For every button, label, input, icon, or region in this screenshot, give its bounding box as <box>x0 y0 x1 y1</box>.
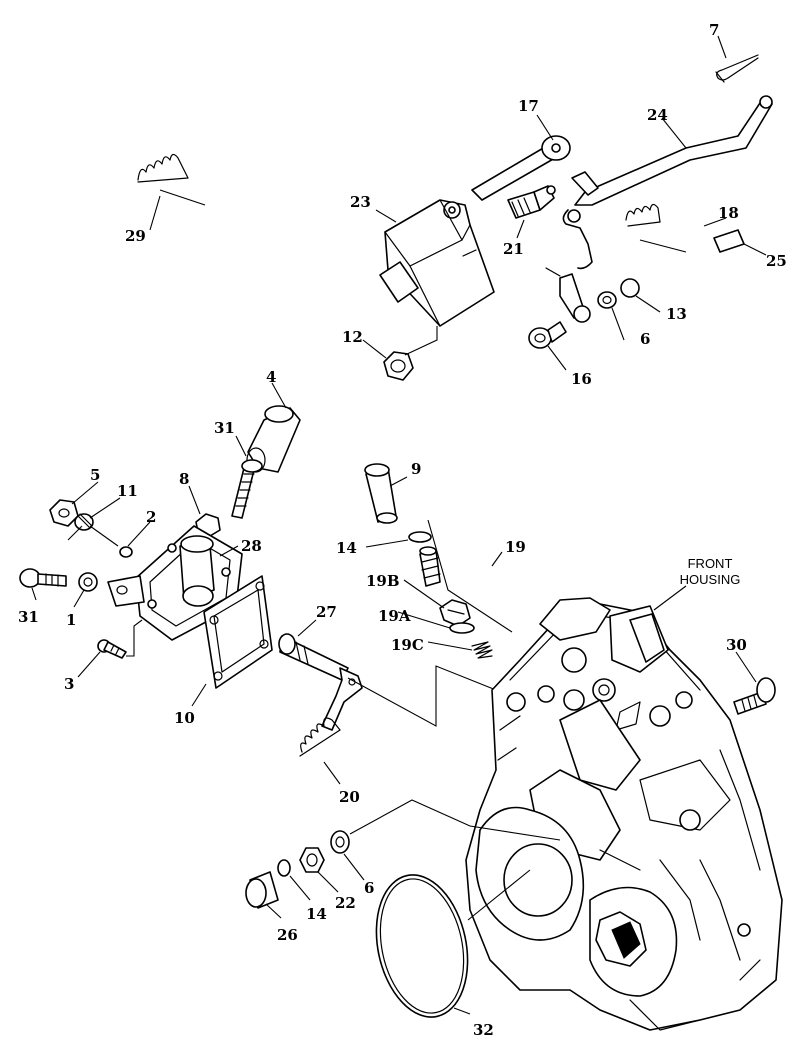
callout-4: 4 <box>266 368 276 386</box>
part-19c-spring <box>471 641 493 659</box>
callout-31-upper: 31 <box>214 419 235 437</box>
part-22-nut <box>299 847 325 873</box>
callout-14-lower: 14 <box>306 905 327 923</box>
callout-29: 29 <box>125 227 146 245</box>
part-19a-washer <box>449 622 475 634</box>
callout-5: 5 <box>90 466 100 484</box>
part-7-cotter-pin <box>715 54 759 83</box>
callout-31-lower: 31 <box>18 608 39 626</box>
callout-19: 19 <box>505 538 526 556</box>
part-12-nut <box>383 351 414 381</box>
callout-27: 27 <box>316 603 337 621</box>
part-21-fitting <box>507 185 556 219</box>
part-26-cap <box>245 871 279 909</box>
part-2-o-ring <box>119 546 133 558</box>
part-11-washer <box>67 513 94 541</box>
callout-3: 3 <box>64 675 74 693</box>
callout-11: 11 <box>117 482 138 500</box>
front-housing <box>465 597 783 1031</box>
part-14-o-ring-upper <box>408 531 432 543</box>
part-19-screw <box>419 546 441 587</box>
front-housing-label-line-2: HOUSING <box>680 572 741 587</box>
part-6-washer-lower <box>330 830 350 854</box>
callout-32: 32 <box>473 1021 494 1039</box>
callout-14-upper: 14 <box>336 539 357 557</box>
callout-28: 28 <box>241 537 262 555</box>
part-14-o-ring-lower <box>277 859 291 877</box>
part-31-screw-lower <box>19 568 67 588</box>
callout-30: 30 <box>726 636 747 654</box>
callout-24: 24 <box>647 106 668 124</box>
part-20-spring <box>299 717 341 757</box>
callout-19b: 19B <box>366 572 400 590</box>
callout-25: 25 <box>766 252 787 270</box>
part-5-nut <box>49 499 79 527</box>
part-13-ball <box>620 278 640 298</box>
part-16-link <box>545 267 591 323</box>
callout-16: 16 <box>571 370 592 388</box>
part-18-spring <box>625 203 661 227</box>
callout-6-lower: 6 <box>364 879 374 897</box>
callout-numbers: 7 17 24 23 18 21 25 29 13 12 6 16 4 31 9… <box>18 21 787 1039</box>
part-6-washer-upper <box>597 291 617 309</box>
part-30-bolt <box>733 677 776 715</box>
callout-9: 9 <box>411 460 421 478</box>
callout-6-upper: 6 <box>640 330 650 348</box>
callout-22: 22 <box>335 894 356 912</box>
callout-23: 23 <box>350 193 371 211</box>
callout-21: 21 <box>503 240 524 258</box>
callout-17: 17 <box>518 97 539 115</box>
callout-2: 2 <box>146 508 156 526</box>
part-29-spring <box>137 153 206 206</box>
part-25-pin <box>713 229 745 253</box>
part-27-shaft <box>278 633 363 731</box>
part-9-plug <box>364 463 398 524</box>
callout-13: 13 <box>666 305 687 323</box>
front-housing-label: FRONT HOUSING <box>680 556 741 587</box>
callout-20: 20 <box>339 788 360 806</box>
callout-10: 10 <box>174 709 195 727</box>
callout-1: 1 <box>66 611 76 629</box>
part-16-bolt <box>528 321 567 349</box>
leader-lines <box>31 35 767 1015</box>
callout-18: 18 <box>718 204 739 222</box>
part-23-solenoid <box>379 199 495 327</box>
callout-19c: 19C <box>391 636 424 654</box>
callout-12: 12 <box>342 328 363 346</box>
part-17-rod-end <box>471 135 571 201</box>
part-3-screw <box>97 639 127 659</box>
callout-19a: 19A <box>378 607 411 625</box>
part-10-gasket <box>203 575 273 689</box>
callout-26: 26 <box>277 926 298 944</box>
part-19b-nut <box>439 599 471 627</box>
part-4-cap <box>246 405 301 473</box>
part-1-washer <box>78 572 98 592</box>
part-31-screw-upper <box>231 459 263 519</box>
callout-8: 8 <box>179 470 189 488</box>
part-32-o-ring <box>375 874 469 1018</box>
callout-7: 7 <box>709 21 719 39</box>
part-24-lever <box>562 95 773 270</box>
front-housing-label-line-1: FRONT <box>688 556 733 571</box>
